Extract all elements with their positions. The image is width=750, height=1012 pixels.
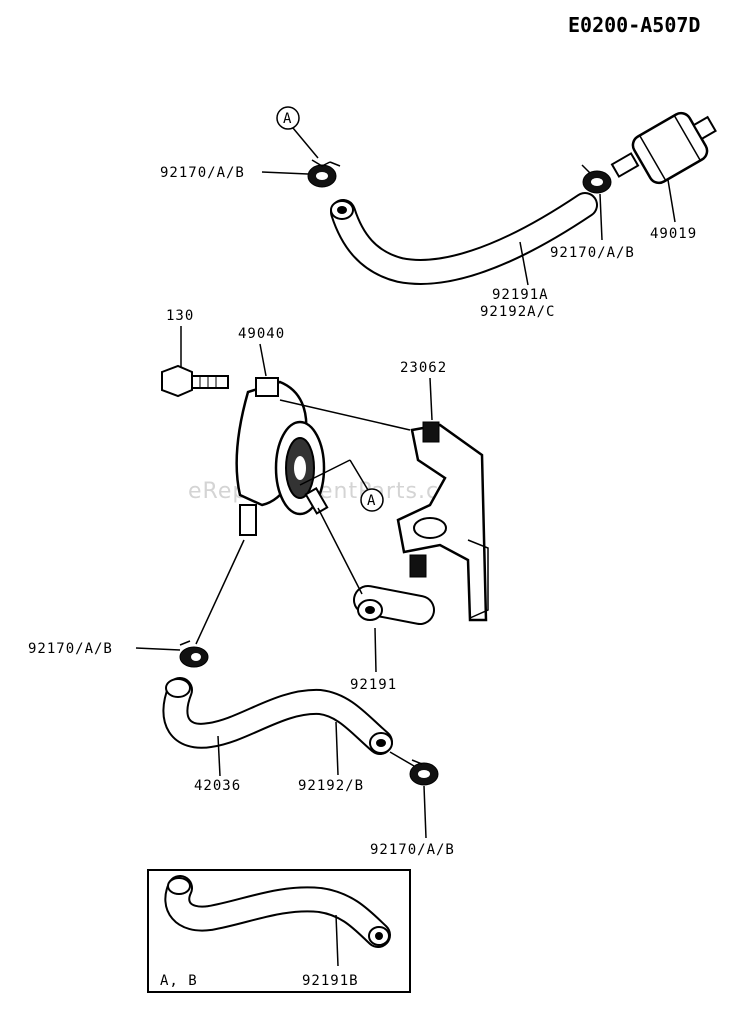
svg-text:A: A: [367, 493, 376, 509]
label-hose-short: 92191: [350, 677, 397, 693]
clamp-bottom[interactable]: [409, 759, 439, 786]
label-hose-long: 42036: [194, 778, 241, 794]
hose-top[interactable]: [330, 192, 598, 285]
callout-a-top: A: [276, 106, 319, 159]
fuel-pump[interactable]: [235, 377, 329, 536]
label-clamp-bottom: 92170/A/B: [370, 842, 455, 858]
label-bracket: 23062: [400, 360, 447, 376]
clamp-left[interactable]: [179, 640, 209, 668]
label-bolt: 130: [166, 308, 194, 324]
fuel-filter[interactable]: [610, 101, 725, 186]
label-hose-mid: 92192/B: [298, 778, 364, 794]
label-inset-variant: A, B: [160, 973, 198, 989]
label-hose-top-2: 92192A/C: [480, 304, 555, 320]
label-clamp-top-left: 92170/A/B: [160, 165, 245, 181]
callout-a-mid: A: [299, 459, 384, 512]
label-fuel-filter: 49019: [650, 226, 697, 242]
label-hose-top-1: 92191A: [492, 287, 549, 303]
svg-text:A: A: [283, 111, 292, 127]
hose-long[interactable]: [162, 677, 393, 755]
label-inset-hose: 92191B: [302, 973, 359, 989]
bolt[interactable]: [161, 364, 229, 398]
hose-short[interactable]: [353, 585, 435, 625]
label-clamp-left: 92170/A/B: [28, 641, 113, 657]
label-fuel-pump: 49040: [238, 326, 285, 342]
label-clamp-top-right: 92170/A/B: [550, 245, 635, 261]
bracket[interactable]: [396, 421, 489, 622]
watermark: eReplacementParts.com: [188, 479, 476, 504]
inset-box: A, B 92191B: [147, 869, 411, 993]
clamp-top-left[interactable]: [307, 159, 341, 188]
clamp-top-right[interactable]: [581, 164, 612, 194]
diagram-code: E0200-A507D: [568, 13, 700, 37]
